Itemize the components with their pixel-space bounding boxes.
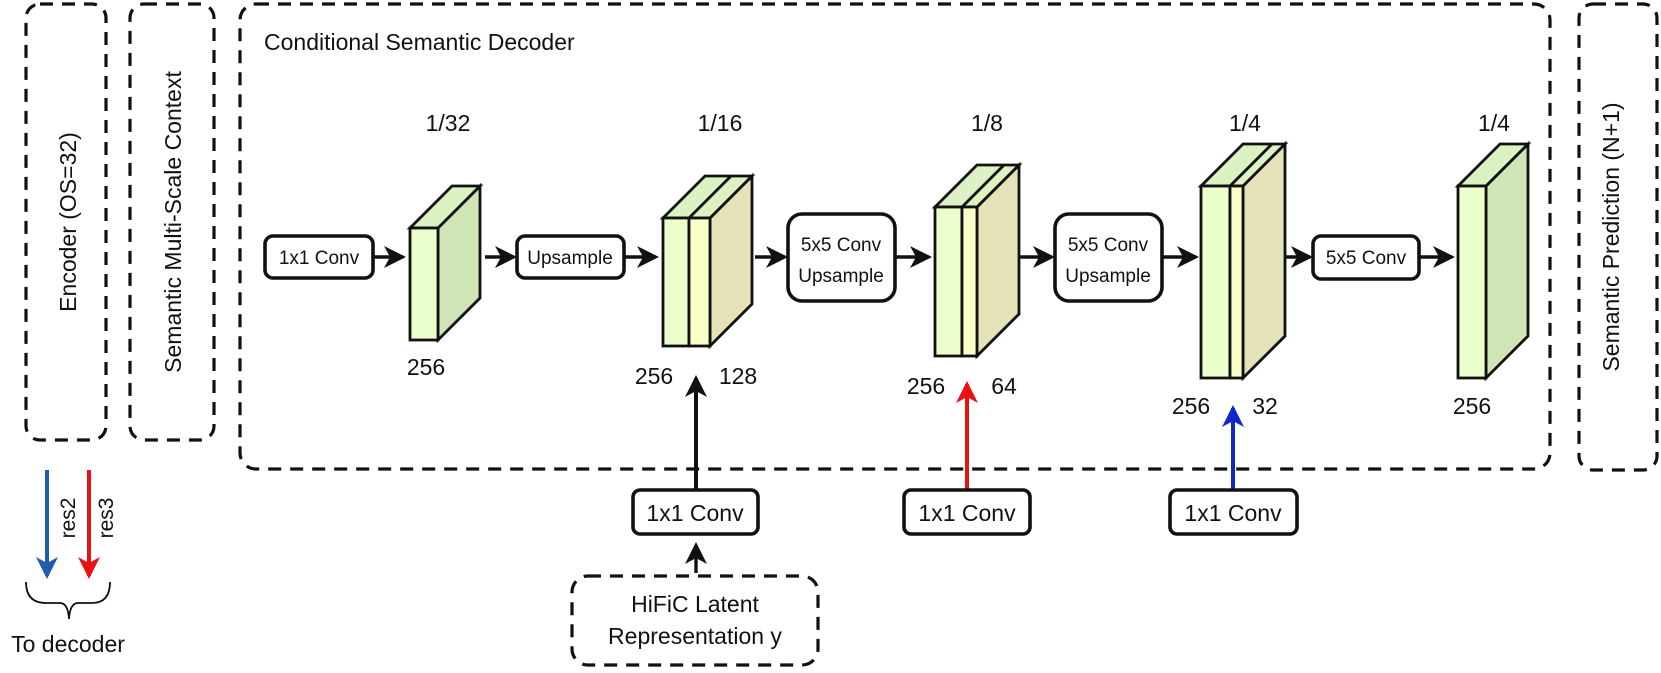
svg-text:5x5 Conv: 5x5 Conv: [1068, 235, 1149, 256]
svg-text:1x1 Conv: 1x1 Conv: [918, 500, 1016, 526]
prediction-title: Semantic Prediction (N+1): [1598, 102, 1624, 371]
op-5x5-conv: 5x5 Conv: [1311, 234, 1421, 281]
scale-label-3: 1/8: [971, 110, 1003, 136]
channel-b4-extra: 32: [1252, 393, 1278, 419]
prediction-panel: [1577, 2, 1659, 472]
svg-text:1x1 Conv: 1x1 Conv: [279, 248, 360, 269]
feature-block-5: [1454, 140, 1532, 382]
svg-text:5x5 Conv: 5x5 Conv: [801, 235, 882, 256]
channel-b3-main: 256: [907, 373, 945, 399]
op-upsample: Upsample: [515, 234, 626, 280]
context-title: Semantic Multi-Scale Context: [160, 71, 186, 373]
feature-block-1: [406, 182, 484, 344]
channel-b4-main: 256: [1172, 393, 1210, 419]
side-1x1-conv-b: 1x1 Conv: [902, 488, 1032, 536]
decoder-title: Conditional Semantic Decoder: [264, 29, 575, 55]
context-panel: [128, 2, 216, 442]
latent-box: [570, 574, 820, 667]
latent-label-line1: HiFiC Latent: [631, 591, 759, 617]
side-1x1-conv-a: 1x1 Conv: [631, 488, 760, 536]
feature-block-4: [1197, 140, 1289, 382]
res2-label: res2: [57, 498, 80, 539]
svg-text:Upsample: Upsample: [527, 248, 613, 269]
res3-label: res3: [95, 498, 118, 539]
svg-text:1x1 Conv: 1x1 Conv: [646, 500, 744, 526]
side-1x1-conv-c: 1x1 Conv: [1168, 488, 1299, 536]
decoder-panel: [238, 2, 1552, 471]
to-decoder-label: To decoder: [11, 631, 125, 657]
svg-text:1x1 Conv: 1x1 Conv: [1184, 500, 1282, 526]
channel-b2-extra: 128: [719, 363, 757, 389]
scale-label-2: 1/16: [698, 110, 743, 136]
encoder-title: Encoder (OS=32): [55, 132, 81, 312]
op-5x5-conv-upsample-2: 5x5 Conv Upsample: [1053, 212, 1164, 303]
channel-b5: 256: [1453, 393, 1491, 419]
scale-label-4: 1/4: [1229, 110, 1261, 136]
channel-b3-extra: 64: [991, 373, 1017, 399]
svg-text:Upsample: Upsample: [1065, 266, 1151, 287]
scale-label-1: 1/32: [426, 110, 471, 136]
encoder-panel: [24, 2, 108, 442]
channel-b1: 256: [407, 354, 445, 380]
svg-text:Upsample: Upsample: [798, 266, 884, 287]
op-1x1-conv: 1x1 Conv: [263, 234, 375, 280]
feature-block-3: [931, 161, 1023, 360]
feature-block-2: [659, 172, 756, 350]
op-5x5-conv-upsample-1: 5x5 Conv Upsample: [786, 212, 897, 303]
svg-text:5x5 Conv: 5x5 Conv: [1326, 248, 1407, 269]
scale-label-5: 1/4: [1478, 110, 1510, 136]
latent-label-line2: Representation y: [608, 623, 782, 649]
channel-b2-main: 256: [635, 363, 673, 389]
brace: [25, 581, 111, 620]
